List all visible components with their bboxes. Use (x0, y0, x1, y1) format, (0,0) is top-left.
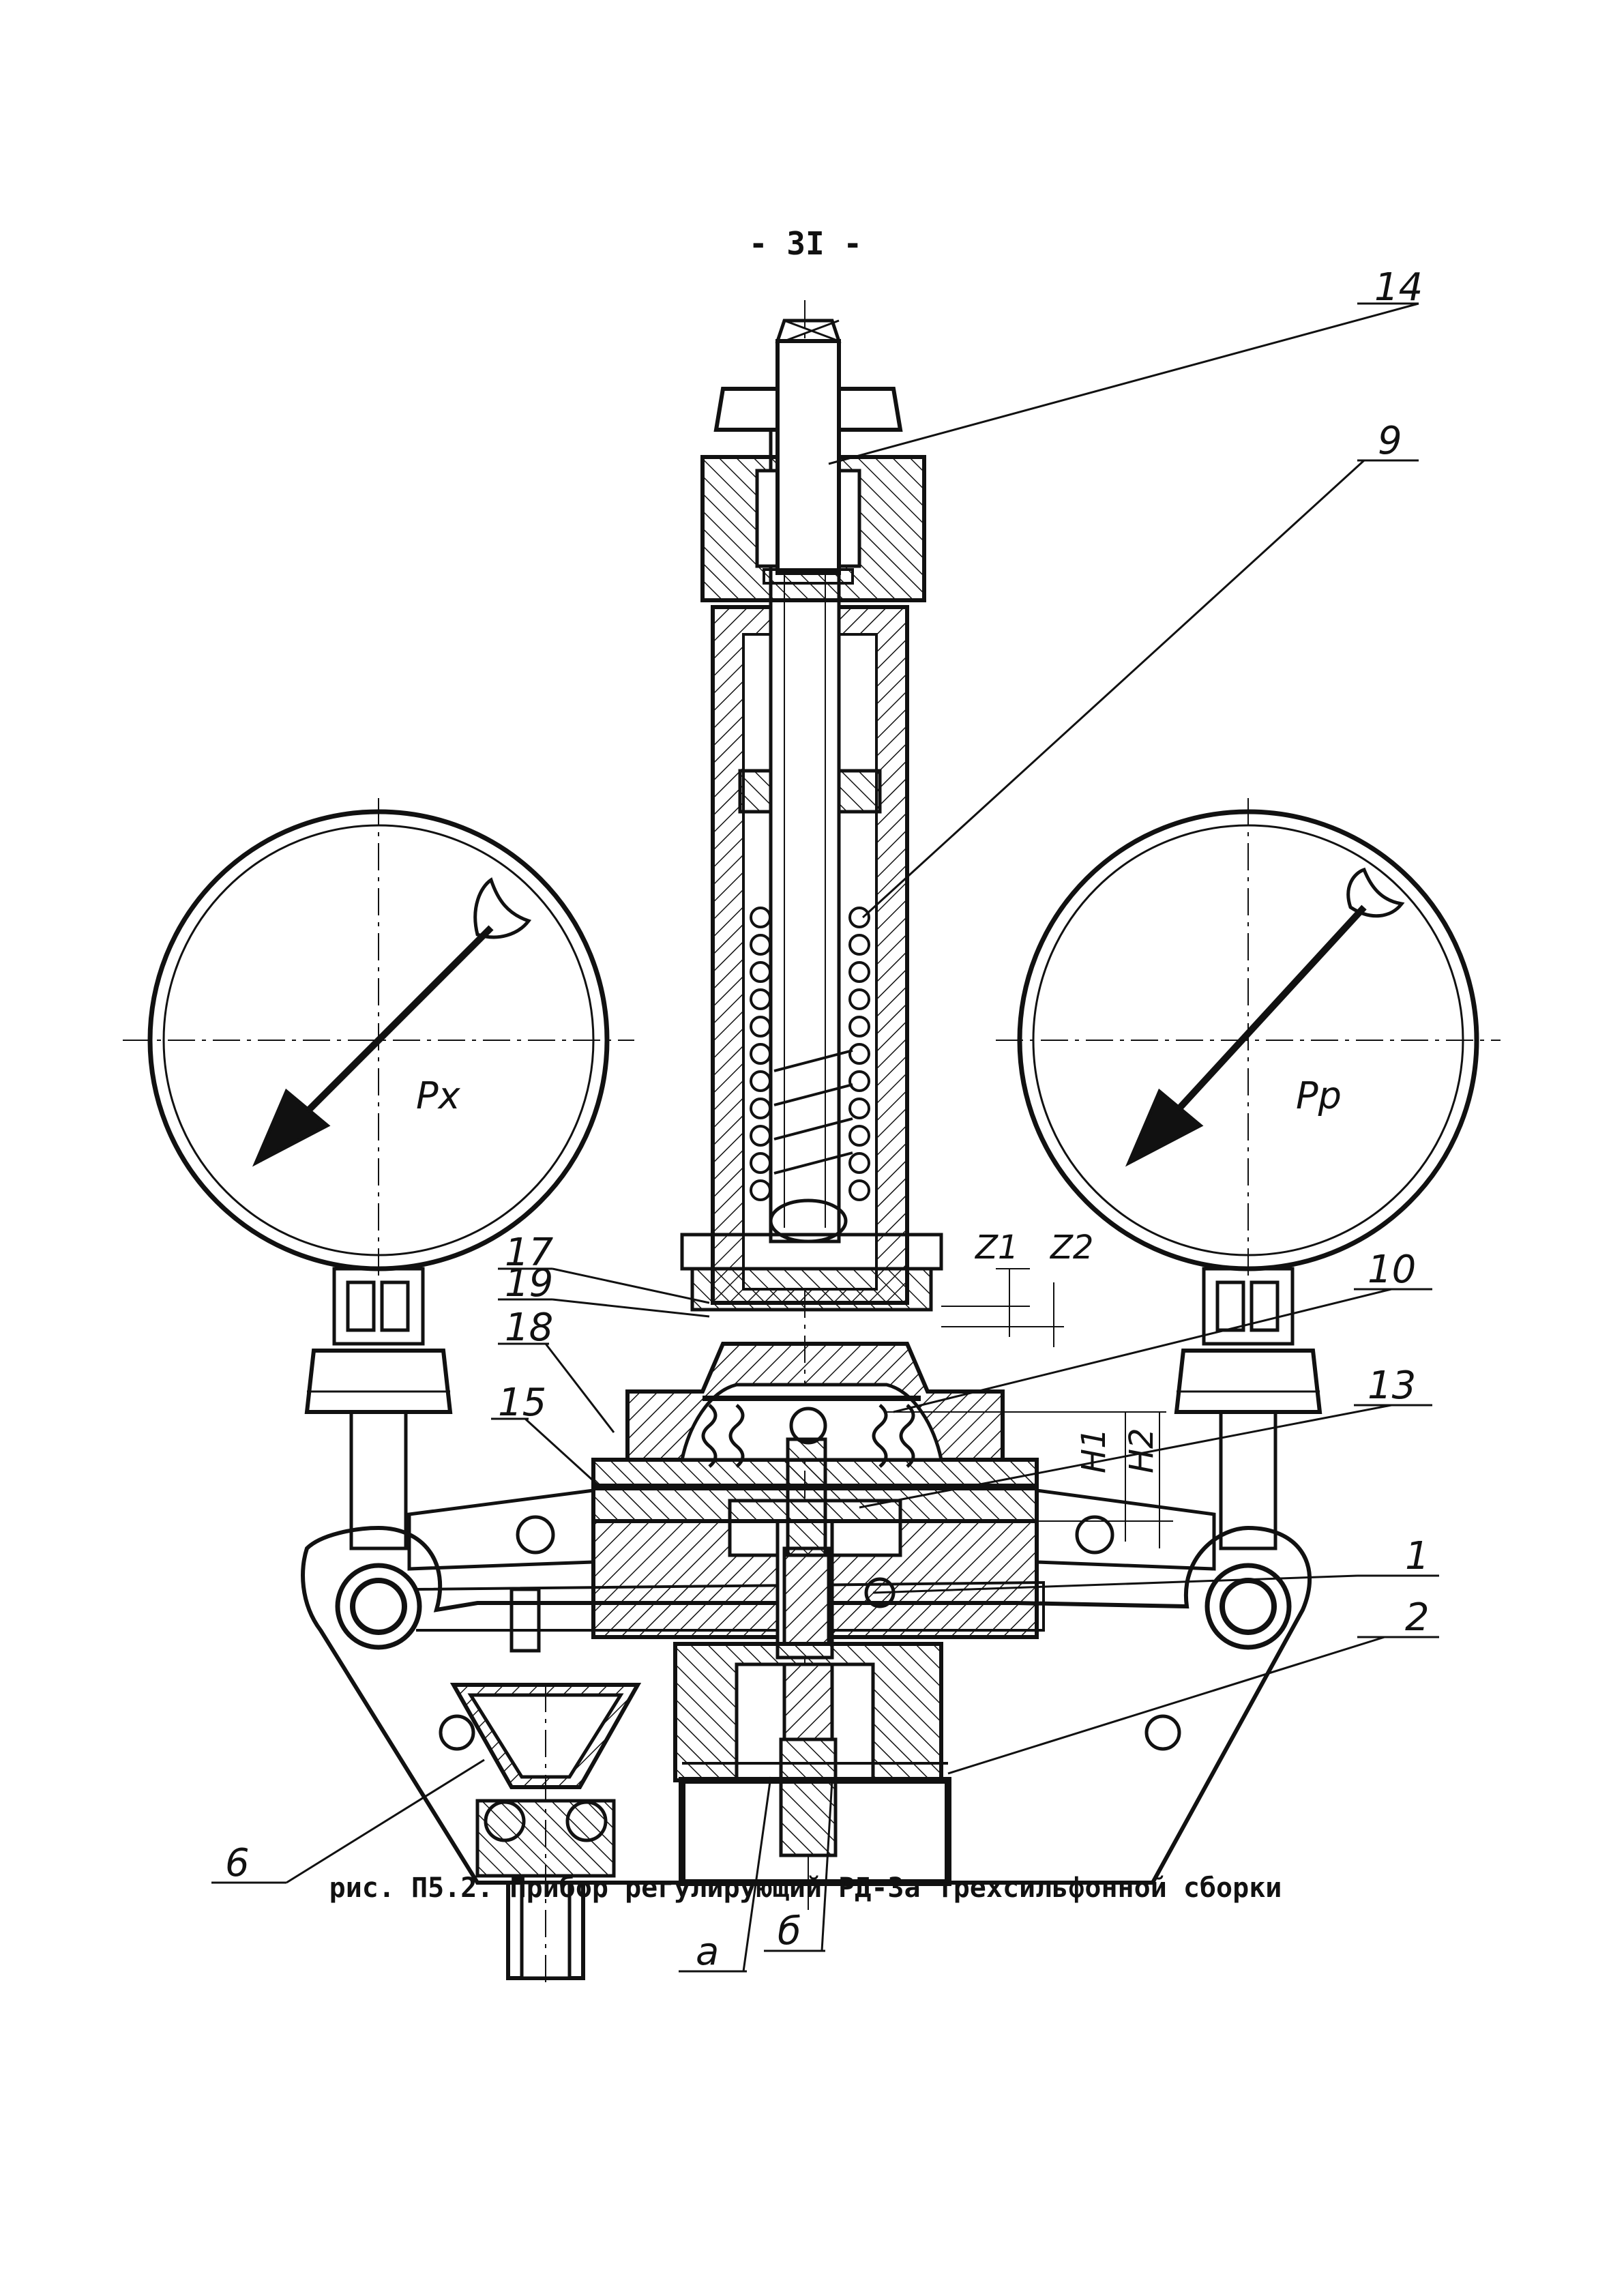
label-pp: Pp (1296, 1074, 1342, 1117)
label-px: Px (416, 1074, 461, 1117)
label-6: 6 (225, 1841, 250, 1885)
label-14: 14 (1374, 265, 1423, 310)
label-z2: Z2 (1049, 1228, 1093, 1267)
label-2: 2 (1405, 1595, 1430, 1640)
leader-lines (211, 302, 1439, 1973)
page-number: - 3I - (748, 225, 863, 262)
label-h2: H2 (1123, 1428, 1161, 1473)
label-9: 9 (1378, 419, 1402, 463)
dimension-lines (887, 1268, 1173, 1548)
label-10: 10 (1368, 1248, 1416, 1292)
drain-funnel (449, 1683, 642, 1985)
label-a: а (696, 1930, 719, 1974)
label-18: 18 (505, 1306, 553, 1350)
label-z1: Z1 (974, 1228, 1018, 1267)
right-pressure-gauge (996, 798, 1501, 1550)
part-labels: 14 9 10 13 17 19 18 15 1 2 6 а б Z1 Z2 H… (225, 265, 1430, 1974)
label-1: 1 (1405, 1534, 1430, 1578)
label-h1: H1 (1075, 1428, 1113, 1473)
label-13: 13 (1368, 1364, 1416, 1408)
label-17: 17 (505, 1231, 554, 1275)
label-15: 15 (498, 1381, 546, 1425)
figure-caption: рис. П5.2. Прибор регулирующий РД-3а тре… (329, 1872, 1282, 1904)
label-b: б (778, 1909, 801, 1954)
left-pressure-gauge (123, 798, 634, 1550)
label-19: 19 (505, 1261, 553, 1306)
adjusting-knob (700, 319, 926, 602)
valve-body (591, 1342, 1039, 1910)
